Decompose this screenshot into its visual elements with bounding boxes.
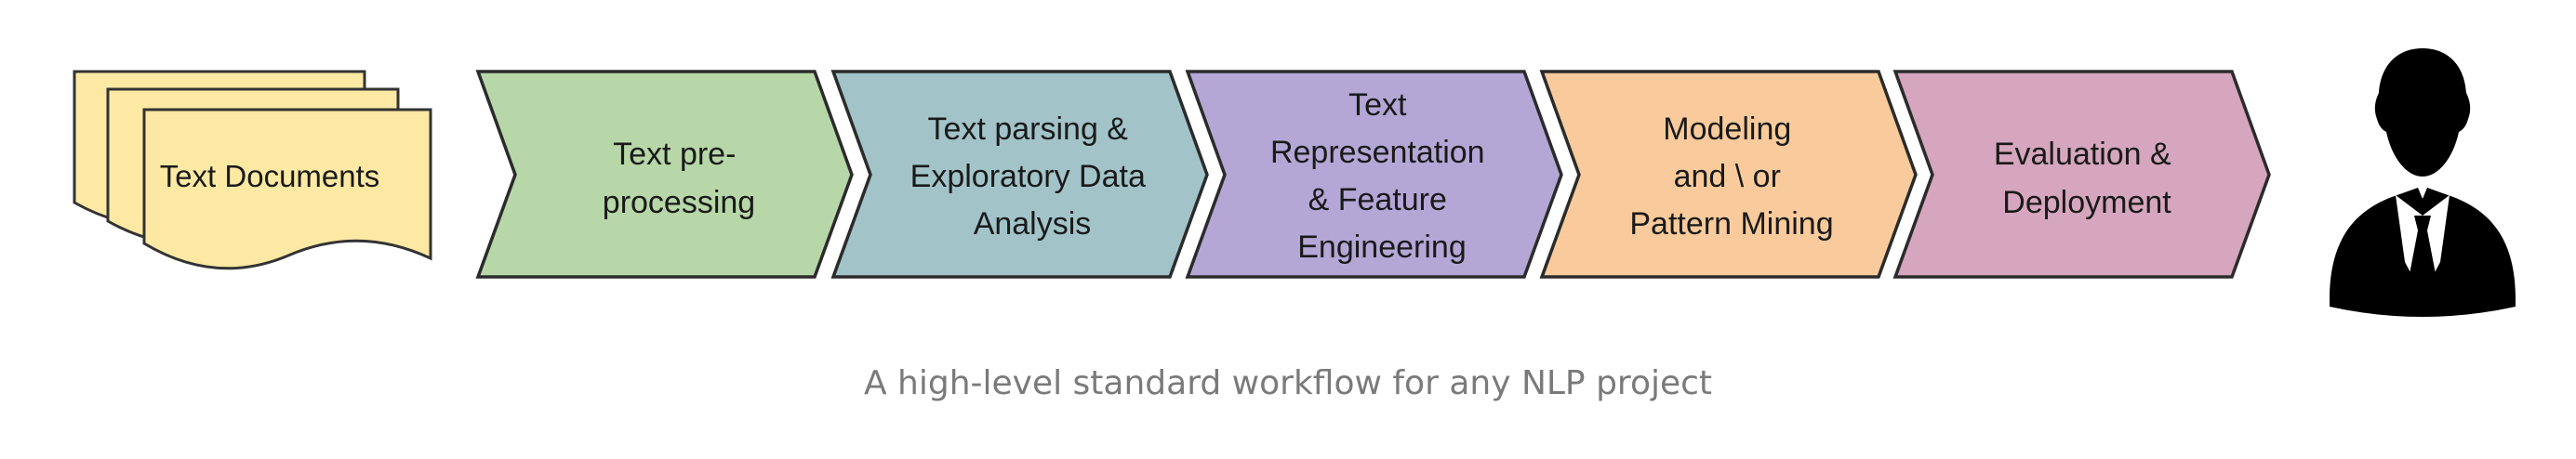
step-text-representation-feature-engineering: Text Representation & Feature Engineerin… (1185, 70, 1563, 279)
businessman-icon (2330, 48, 2516, 317)
step-line-2: Exploratory Data (910, 159, 1146, 194)
nlp-workflow-diagram: Text Documents Text pre- processing Text… (73, 48, 2516, 317)
step-line-3: Pattern Mining (1629, 206, 1833, 242)
head-shape (2374, 48, 2471, 177)
step-text-parsing-eda: Text parsing & Exploratory Data Analysis (830, 70, 1209, 279)
chevron-shape (1539, 70, 1918, 279)
step-line-1: Evaluation & (1994, 137, 2171, 172)
step-line-2: Deployment (2002, 185, 2171, 220)
step-line-2: Representation (1270, 135, 1485, 170)
step-modeling-pattern-mining: Modeling and \ or Pattern Mining (1539, 70, 1918, 279)
step-line-1: Text pre- (613, 137, 736, 172)
document-page-front (142, 108, 432, 270)
step-line-3: & Feature (1308, 182, 1447, 217)
step-line-4: Engineering (1297, 230, 1466, 265)
step-label: Modeling and \ or Pattern Mining (1629, 111, 1833, 242)
document-stack-icon: Text Documents (73, 70, 432, 270)
step-line-2: and \ or (1674, 159, 1781, 194)
step-label: Text Representation & Feature Engineerin… (1270, 87, 1494, 265)
documents-label: Text Documents (160, 159, 380, 193)
step-line-3: Analysis (974, 206, 1092, 242)
tie-shape (2409, 216, 2437, 299)
chevron-shape (1892, 70, 2271, 279)
step-evaluation-deployment: Evaluation & Deployment (1892, 70, 2271, 279)
chevron-shape (830, 70, 1209, 279)
chevron-shape (475, 70, 854, 279)
step-line-1: Text parsing & (928, 111, 1129, 147)
workflow-svg: Text Documents Text pre- processing Text… (73, 48, 2516, 317)
step-label: Text parsing & Exploratory Data Analysis (910, 111, 1155, 242)
step-label: Text pre- processing (603, 137, 755, 220)
figure-caption: A high-level standard workflow for any N… (863, 364, 1713, 402)
step-line-1: Text (1348, 87, 1407, 123)
step-line-1: Modeling (1663, 111, 1791, 147)
step-label: Evaluation & Deployment (1994, 137, 2180, 220)
step-line-2: processing (603, 185, 755, 220)
step-text-preprocessing: Text pre- processing (475, 70, 854, 279)
chevron-shape (1185, 70, 1563, 279)
